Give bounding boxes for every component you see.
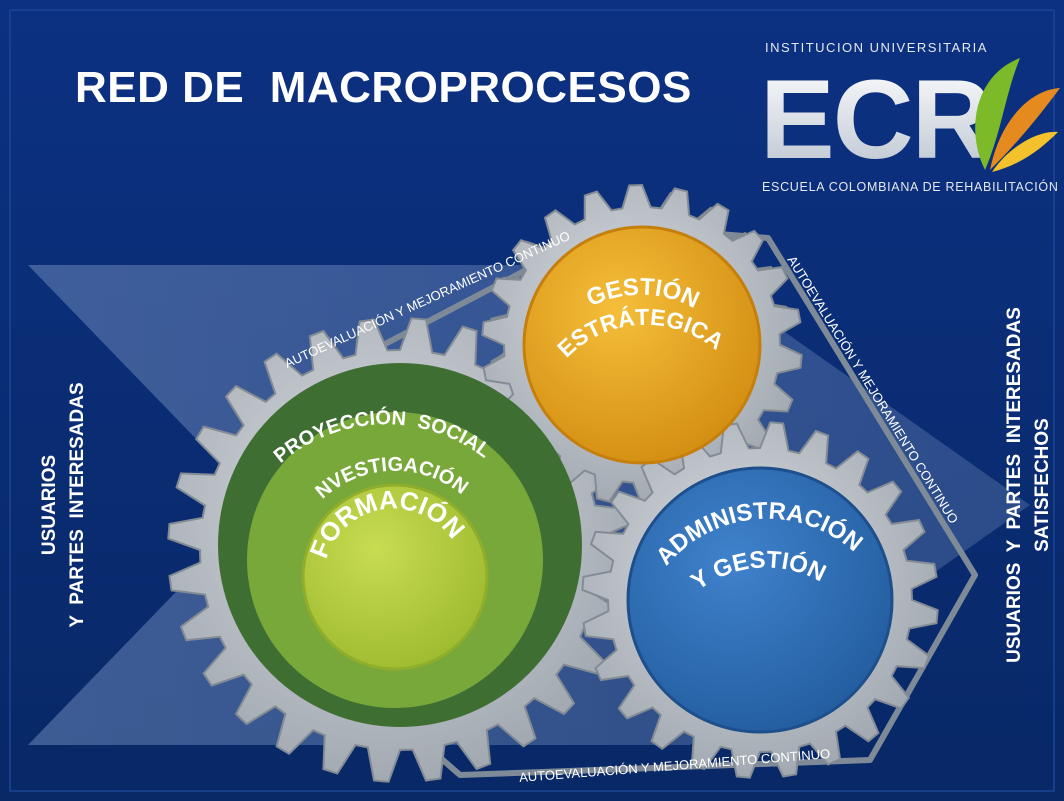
blue-disc — [626, 466, 894, 734]
orange-disc — [522, 225, 762, 465]
page-title: RED DE MACROPROCESOS — [75, 63, 692, 112]
left-label-line1: USUARIOS — [39, 455, 60, 555]
ecr-logo: INSTITUCION UNIVERSITARIA ECR ESCUELA CO… — [760, 40, 1060, 194]
logo-top-text: INSTITUCION UNIVERSITARIA — [765, 40, 988, 55]
green-inner-disc — [301, 483, 489, 671]
right-label-line1: USUARIOS Y PARTES INTERESADAS — [1004, 307, 1025, 663]
logo-leaf-icon — [975, 58, 1060, 172]
left-label: USUARIOS Y PARTES INTERESADAS — [39, 382, 88, 627]
right-label: USUARIOS Y PARTES INTERESADAS SATISFECHO… — [1004, 307, 1053, 663]
frame-border — [9, 9, 1055, 792]
logo-bottom-text: ESCUELA COLOMBIANA DE REHABILITACIÓN — [762, 179, 1059, 194]
left-label-line2: Y PARTES INTERESADAS — [67, 382, 88, 627]
right-label-line2: SATISFECHOS — [1032, 418, 1053, 552]
logo-letters: ECR — [760, 57, 991, 182]
